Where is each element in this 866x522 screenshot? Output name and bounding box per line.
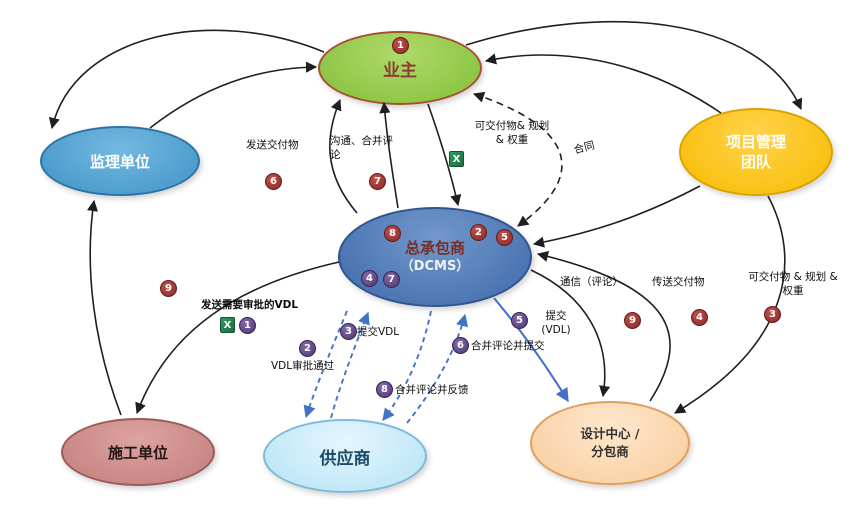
node-dcms-label-line1: 总承包商 [404, 239, 465, 258]
step-badge-4-transfer-deliverables: 4 [691, 309, 708, 326]
node-owner-label: 业主 [383, 60, 417, 81]
step-badge-1-owner: 1 [392, 37, 409, 54]
arrow-pmt-to-dcms [532, 185, 701, 248]
label-send-deliverables: 发送交付物 [246, 139, 299, 151]
step-badge-4-dcms-purple: 4 [361, 270, 378, 287]
node-construction-label: 施工单位 [107, 443, 168, 462]
arrow-pmt-to-design-deliverables-planning [674, 195, 786, 414]
label-send-vdl-for-approval: 发送需要审批的VDL [201, 299, 299, 311]
step-badge-8-dcms: 8 [384, 225, 401, 242]
node-dcms-label-line2: （DCMS） [400, 259, 470, 275]
step-badge-5-submit-vdl-design: 5 [511, 312, 528, 329]
arrow-dcms-to-design-communication [530, 269, 611, 398]
arrow-owner-to-pmt [465, 20, 803, 111]
node-construction-unit: 施工单位 [61, 418, 215, 486]
arrow-dcms-to-supplier-vdl-approved [303, 310, 348, 419]
label-deliverables-planning-weight-right: 可交付物 & 规划 & 权重 [728, 271, 858, 298]
arrow-pmt-to-owner [484, 53, 722, 114]
step-badge-2-vdl-approved: 2 [299, 340, 316, 357]
arrow-contract-dashed [472, 91, 563, 227]
label-communication-comments: 通信（评论） [560, 276, 623, 288]
step-badge-5-dcms: 5 [496, 229, 513, 246]
label-merge-comments-submit: 合并评论并提交 [471, 340, 545, 352]
step-badge-6-send-deliverables: 6 [265, 173, 282, 190]
node-supplier: 供应商 [263, 419, 427, 493]
step-badge-3-deliverables-right: 3 [764, 306, 781, 323]
label-deliverables-planning-weight-top-line1: 可交付物& 规划 [474, 120, 550, 132]
label-deliverables-planning-weight-right-line1: 可交付物 & 规划 & [748, 271, 838, 283]
node-project-management-team: 项目管理 团队 [679, 108, 833, 196]
step-badge-6-merge-submit: 6 [452, 337, 469, 354]
label-submit-vdl-design: 提交 (VDL) [534, 310, 578, 337]
step-badge-9-left: 9 [160, 280, 177, 297]
node-supervision-unit: 监理单位 [40, 126, 200, 196]
node-design-center-subcontractor: 设计中心 / 分包商 [530, 401, 690, 485]
node-supervision-label: 监理单位 [89, 152, 150, 171]
arrow-owner-to-supervision [48, 29, 325, 130]
label-vdl-approved: VDL审批通过 [271, 360, 335, 372]
label-deliverables-planning-weight-right-line2: 权重 [782, 284, 804, 297]
arrow-supervision-to-owner [149, 61, 318, 129]
node-pmt-label-line1: 项目管理 [725, 132, 786, 151]
label-submit-vdl: 提交VDL [357, 326, 400, 338]
arrow-design-to-dcms-transfer-deliverables [536, 250, 671, 402]
label-merge-comments-feedback: 合并评论并反馈 [395, 384, 469, 396]
arrow-dcms-to-owner-communication [379, 101, 399, 209]
node-pmt-label-line2: 团队 [740, 153, 771, 171]
node-design-label-line1: 设计中心 / [580, 425, 640, 441]
arrow-supplier-to-dcms-submit-vdl [330, 311, 370, 419]
step-badge-2-dcms: 2 [470, 224, 487, 241]
label-transfer-deliverables: 传送交付物 [652, 276, 705, 288]
arrow-owner-to-dcms-deliverables-planning [427, 103, 462, 207]
label-submit-vdl-design-line1: 提交 [545, 310, 567, 322]
step-badge-7-dcms-purple: 7 [383, 271, 400, 288]
arrow-dcms-to-construction-send-vdl [135, 261, 340, 415]
arrow-supplier-to-dcms-merge-submit [406, 313, 469, 424]
arrow-dcms-to-owner-send-deliverables [329, 98, 358, 214]
step-badge-9-communication-comments: 9 [624, 312, 641, 329]
node-design-label-line2: 分包商 [591, 444, 629, 459]
arrow-dcms-to-design-submit-vdl [493, 297, 569, 403]
label-deliverables-planning-weight-top-line2: & 权重 [495, 133, 529, 146]
node-supplier-label: 供应商 [319, 448, 371, 469]
excel-icon: X [449, 151, 464, 167]
label-communication-merge-comments: 沟通、合并评论 [330, 135, 393, 161]
arrow-construction-to-supervision [86, 199, 122, 416]
step-badge-7-communication: 7 [369, 173, 386, 190]
step-badge-1-send-vdl: 1 [239, 317, 256, 334]
label-deliverables-planning-weight-top: 可交付物& 规划 & 权重 [460, 120, 564, 147]
arrow-dcms-to-supplier-merge-feedback [382, 310, 432, 421]
step-badge-3-submit-vdl: 3 [340, 323, 357, 340]
step-badge-8-merge-feedback: 8 [376, 381, 393, 398]
excel-icon: X [220, 317, 235, 333]
label-submit-vdl-design-line2: (VDL) [541, 323, 571, 336]
